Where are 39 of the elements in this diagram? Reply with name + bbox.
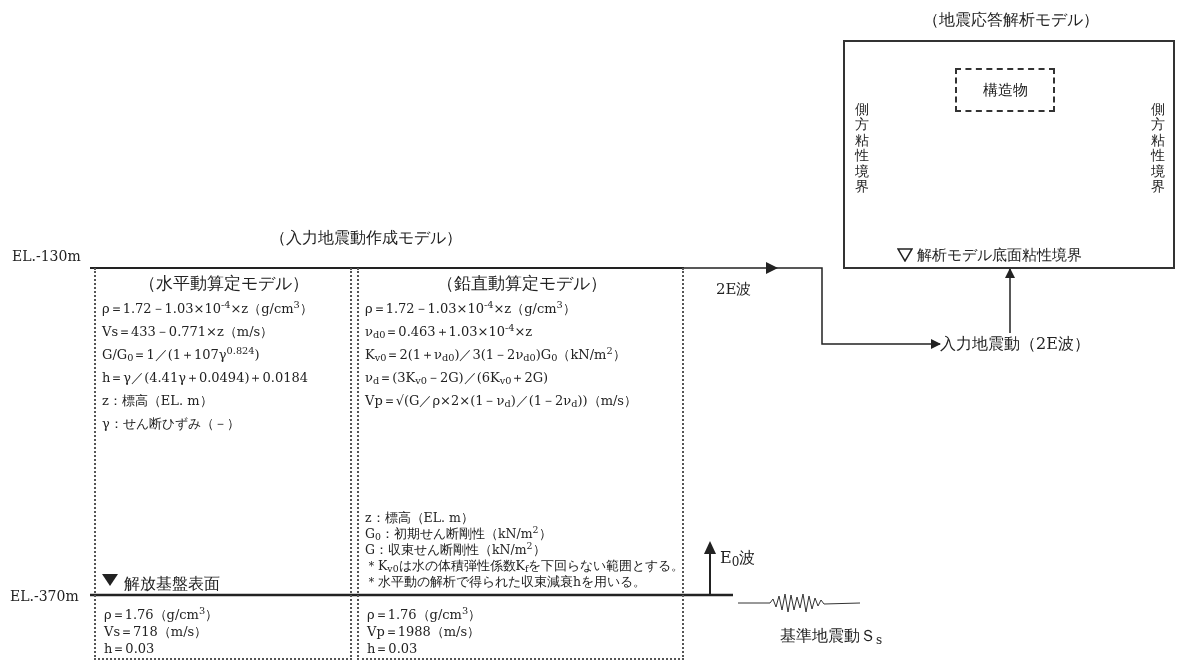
formula-text: ν$_{d0}$＝0.463＋1.03×10$^{-4}$×z [365,323,534,340]
formula-text: G：収束せん断剛性（kN/m$^{2}$） [365,542,547,558]
annotation-text: 基準地震動Ｓ$_{s}$ [780,625,883,648]
elevation-label: EL.-370m [10,587,79,606]
formula-text: ρ＝1.72－1.03×10$^{-4}$×z（g/cm$^{3}$） [102,300,314,317]
formula-text: h＝γ／(4.41γ＋0.0494)＋0.0184 [102,369,309,386]
formula-text: ν$_{d}$＝(3K$_{v0}$－2G)／(6K$_{v0}$＋2G) [365,369,550,386]
formula-text: Vp＝√(G／ρ×2×(1－ν$_{d}$)／(1－2ν$_{d}$))（m/s） [365,392,639,409]
model-heading: （水平動算定モデル） [138,272,310,294]
formula-text: G$_{0}$：初期せん断剛性（kN/m$^{2}$） [365,526,553,542]
formula-text: ＊水平動の解析で得られた収束減衰hを用いる。 [365,574,648,590]
structure-box [955,68,1055,112]
formula-text: h＝0.03 [367,640,419,657]
model-column [357,268,684,660]
elevation-label: EL.-130m [12,247,81,266]
formula-text: G/G$_{0}$＝1／(1＋107γ$^{0.824}$) [102,346,261,363]
formula-text: ρ＝1.76（g/cm$^{3}$） [104,606,220,623]
formula-text: ρ＝1.76（g/cm$^{3}$） [367,606,483,623]
formula-text: K$_{v0}$＝2(1＋ν$_{d0}$)／3(1－2ν$_{d0}$)G$_{0}$（kN/m$^{2}$） [365,346,627,363]
formula-text: ρ＝1.72－1.03×10$^{-4}$×z（g/cm$^{3}$） [365,300,577,317]
formula-text: ＊K$_{v0}$は水の体積弾性係数K$_{f}$を下回らない範囲とする。 [365,558,680,574]
model-heading: （鉛直動算定モデル） [435,272,608,294]
structure-label: 構造物 [982,79,1028,101]
boundary-label: 側方粘性境界 [1151,102,1165,195]
formula-text: z：標高（EL. m） [102,392,214,409]
input-motion-label: 入力地震動（2E波） [940,333,1120,355]
boundary-label: 解析モデル底面粘性境界 [917,245,1082,266]
model-heading: （地震応答解析モデル） [923,9,1099,31]
formula-text: Vs＝433－0.771×z（m/s） [102,323,275,340]
annotation-text: E$_{0}$波 [720,547,756,570]
formula-text: z：標高（EL. m） [365,510,475,526]
model-column [94,268,352,660]
annotation-text: 解放基盤表面 [124,573,220,595]
formula-text: Vs＝718（m/s） [104,623,209,640]
formula-text: h＝0.03 [104,640,156,657]
boundary-label: 側方粘性境界 [855,102,869,195]
formula-text: γ：せん断ひずみ（－） [102,415,241,432]
formula-text: Vp＝1988（m/s） [367,623,482,640]
model-heading: （入力地震動作成モデル） [270,227,462,249]
